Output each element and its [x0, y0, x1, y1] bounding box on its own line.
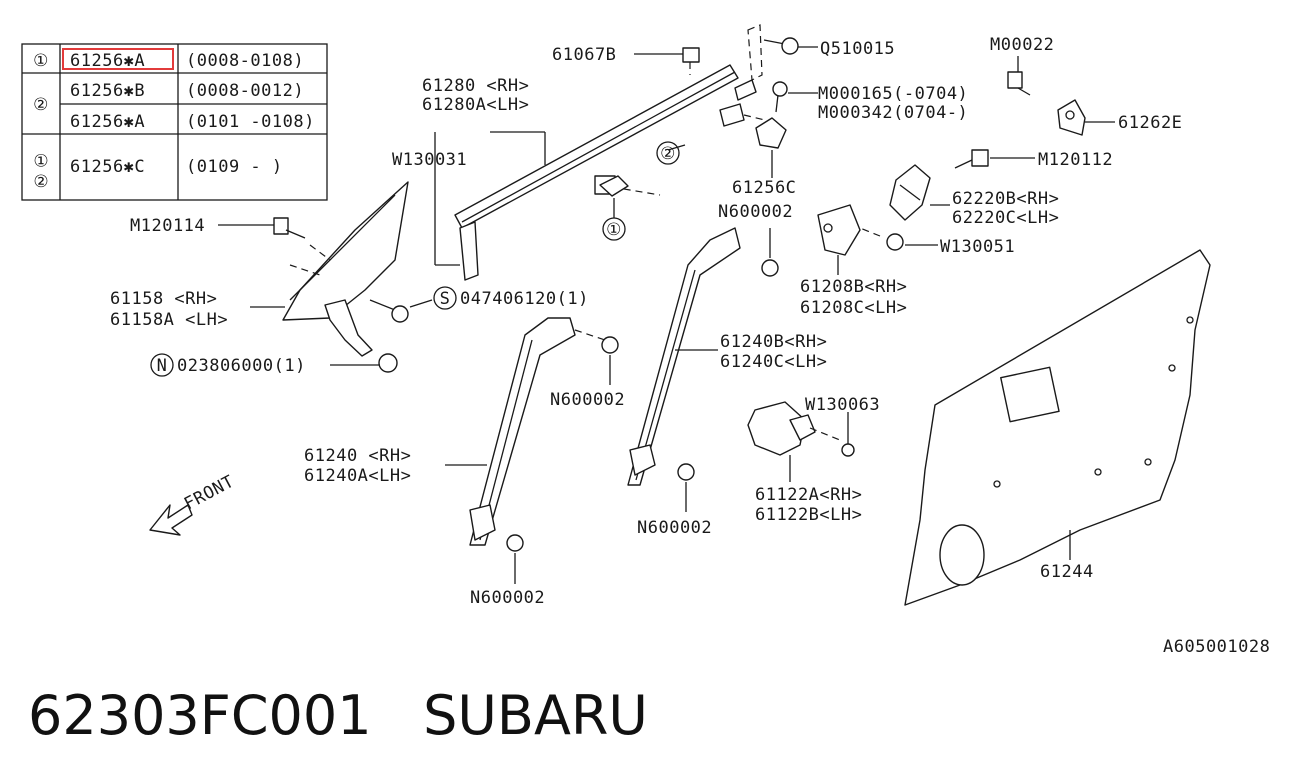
- callout-circle-s: S: [440, 289, 451, 309]
- label-M120114[interactable]: M120114: [130, 216, 205, 236]
- label-61122B[interactable]: 61122B<LH>: [755, 505, 862, 525]
- table-row-1-range: (0008-0108): [186, 51, 304, 71]
- nut-023806000-part: [378, 353, 398, 373]
- callout-circle-n: N: [157, 356, 168, 376]
- bolt-W130051-part: [859, 227, 904, 251]
- channel-61240-part: [469, 317, 576, 546]
- label-61256C[interactable]: 61256C: [732, 178, 796, 198]
- label-61208C[interactable]: 61208C<LH>: [800, 298, 907, 318]
- callout-circle-2: ②: [660, 144, 676, 164]
- bolt-M00022-part: [1007, 71, 1031, 96]
- label-61208B[interactable]: 61208B<RH>: [800, 277, 907, 297]
- table-row-3-part[interactable]: 61256✱A: [70, 112, 145, 132]
- label-61240C[interactable]: 61240C<LH>: [720, 352, 827, 372]
- bolt-M120114-part: [273, 217, 306, 239]
- highlight-box: [62, 48, 174, 70]
- label-61244[interactable]: 61244: [1040, 562, 1094, 582]
- label-61280[interactable]: 61280 <RH>: [422, 76, 529, 96]
- bolt-M120112-part: [954, 149, 989, 169]
- label-62220C[interactable]: 62220C<LH>: [952, 208, 1059, 228]
- label-N600002-right[interactable]: N600002: [637, 518, 712, 538]
- label-62220B[interactable]: 62220B<RH>: [952, 189, 1059, 209]
- bracket-61262E-part: [1057, 99, 1086, 136]
- nut-N600002-channel-bottom: [506, 534, 524, 552]
- callout-circle-1: ①: [606, 220, 622, 240]
- clip-61256-part: [599, 175, 629, 197]
- footer-title: 62303FC001 SUBARU: [28, 684, 648, 747]
- label-61158A[interactable]: 61158A <LH>: [110, 310, 228, 330]
- bolt-Q510015-part: [747, 24, 799, 81]
- leader-lines: [218, 46, 1115, 584]
- label-023806000[interactable]: 023806000(1): [177, 356, 306, 376]
- channel-61240B-part: [627, 227, 741, 486]
- clip-61067B-part: [682, 47, 700, 75]
- regulator-61122-part: [747, 401, 841, 456]
- footer-part-number: 62303FC001: [28, 684, 372, 747]
- label-W130031[interactable]: W130031: [392, 150, 467, 170]
- label-61158[interactable]: 61158 <RH>: [110, 289, 217, 309]
- callout-circles: ② ① S N: [150, 141, 680, 377]
- label-61262E[interactable]: 61262E: [1118, 113, 1182, 133]
- bracket-61208-part: [817, 204, 861, 256]
- label-61280A[interactable]: 61280A<LH>: [422, 95, 529, 115]
- bolt-M000165-part: [755, 81, 788, 149]
- bolt-047406120-part: [369, 299, 409, 323]
- label-W130063[interactable]: W130063: [805, 395, 880, 415]
- label-047406120[interactable]: 047406120(1): [460, 289, 589, 309]
- label-N600002-bottom[interactable]: N600002: [470, 588, 545, 608]
- bolt-W130063-part: [841, 443, 855, 457]
- table-row-4-part[interactable]: 61256✱C: [70, 157, 145, 177]
- label-front: FRONT: [181, 472, 238, 515]
- nut-N600002-b-top: [761, 228, 779, 277]
- label-61240[interactable]: 61240 <RH>: [304, 446, 411, 466]
- label-M00022[interactable]: M00022: [990, 35, 1054, 55]
- table-row-4-range: (0109 - ): [186, 157, 283, 177]
- table-row-4-mark: ①②: [31, 152, 51, 193]
- table-row-3-range: (0101 -0108): [186, 112, 315, 132]
- label-61067B[interactable]: 61067B: [552, 45, 616, 65]
- label-diagram-id: A605001028: [1163, 637, 1270, 657]
- guide-62220-part: [889, 164, 931, 221]
- label-61122A[interactable]: 61122A<RH>: [755, 485, 862, 505]
- label-61240A[interactable]: 61240A<LH>: [304, 466, 411, 486]
- nut-N600002-b-bottom: [677, 463, 695, 481]
- footer-brand: SUBARU: [423, 684, 648, 747]
- application-table: ① 61256✱A (0008-0108) ② 61256✱B (0008-00…: [21, 43, 328, 201]
- table-row-1-mark: ①: [33, 51, 49, 71]
- table-row-1-part[interactable]: 61256✱A: [70, 51, 145, 71]
- label-61240B[interactable]: 61240B<RH>: [720, 332, 827, 352]
- label-M000165[interactable]: M000165(-0704): [818, 84, 968, 104]
- label-N600002-mid[interactable]: N600002: [550, 390, 625, 410]
- table-row-2-range: (0008-0012): [186, 81, 304, 101]
- label-M000342[interactable]: M000342(0704-): [818, 103, 968, 123]
- label-Q510015[interactable]: Q510015: [820, 39, 895, 59]
- door-panel-61244-part: [904, 249, 1211, 606]
- sash-61158-part: [282, 181, 409, 357]
- nut-N600002-channel-top: [574, 329, 619, 354]
- table-row-2-mark: ②: [33, 95, 49, 115]
- label-W130051[interactable]: W130051: [940, 237, 1015, 257]
- label-N600002-top[interactable]: N600002: [718, 202, 793, 222]
- label-M120112[interactable]: M120112: [1038, 150, 1113, 170]
- front-arrow-icon: [149, 504, 193, 536]
- table-row-2-part[interactable]: 61256✱B: [70, 81, 145, 101]
- part-labels: 61067B Q510015 M00022 M000165(-0704) M00…: [110, 35, 1270, 657]
